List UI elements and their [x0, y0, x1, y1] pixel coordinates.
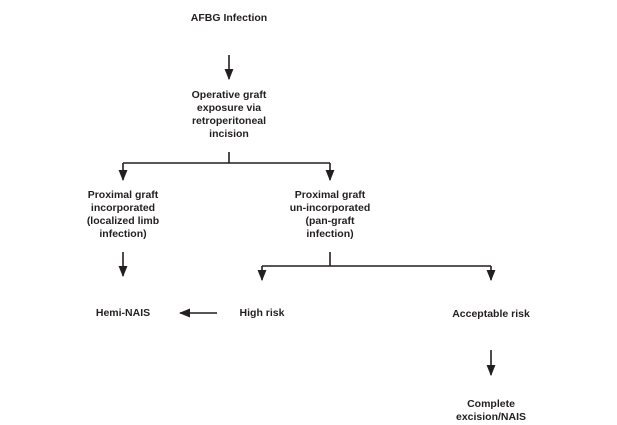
- node-line: retroperitoneal: [191, 115, 267, 127]
- node-line: infection): [99, 228, 147, 240]
- node-line: un-incorporated: [289, 202, 371, 214]
- node-line: Operative graft: [191, 89, 267, 101]
- node-complete-excision-nais: Complete excision/NAIS: [431, 398, 551, 424]
- node-line: exposure via: [196, 102, 262, 114]
- node-line: (localized limb: [86, 215, 160, 227]
- node-proximal-graft-incorporated: Proximal graft incorporated (localized l…: [63, 189, 183, 241]
- node-line: High risk: [239, 307, 285, 319]
- node-line: AFBG Infection: [190, 12, 268, 24]
- node-acceptable-risk: Acceptable risk: [431, 308, 551, 321]
- node-afbg-infection: AFBG Infection: [169, 12, 289, 25]
- node-line: excision/NAIS: [455, 411, 527, 423]
- node-line: Acceptable risk: [452, 308, 530, 320]
- node-hemi-nais: Hemi-NAIS: [73, 307, 173, 320]
- node-line: Proximal graft: [294, 189, 366, 201]
- node-line: (pan-graft: [305, 215, 355, 227]
- node-line: incision: [209, 128, 249, 140]
- node-proximal-graft-unincorporated: Proximal graft un-incorporated (pan-graf…: [270, 189, 390, 241]
- node-line: infection): [306, 228, 354, 240]
- node-line: Proximal graft: [87, 189, 159, 201]
- node-operative-graft-exposure: Operative graft exposure via retroperito…: [159, 89, 299, 141]
- node-line: incorporated: [90, 202, 156, 214]
- node-line: Hemi-NAIS: [95, 307, 151, 319]
- node-high-risk: High risk: [222, 307, 302, 320]
- node-line: Complete: [467, 398, 515, 410]
